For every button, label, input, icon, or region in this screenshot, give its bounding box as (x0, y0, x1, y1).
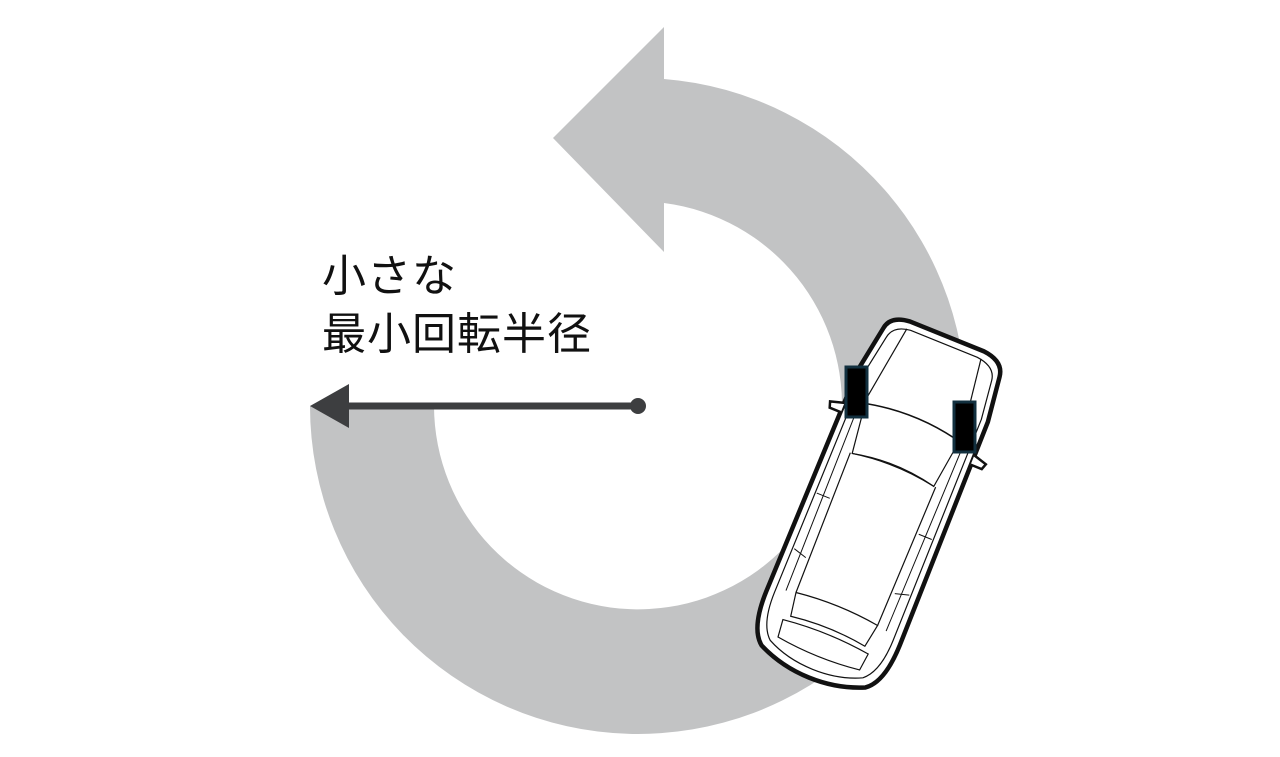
label-line-2: 最小回転半径 (322, 309, 592, 360)
label-line-1: 小さな (322, 251, 457, 302)
min-turning-radius-label: 小さな 最小回転半径 (322, 248, 592, 364)
left-arrow-icon (310, 384, 646, 428)
car-top-view-icon (755, 317, 1003, 690)
front-left-wheel-marker (844, 365, 869, 419)
dot-icon (630, 398, 646, 414)
front-right-wheel-marker (952, 400, 977, 454)
